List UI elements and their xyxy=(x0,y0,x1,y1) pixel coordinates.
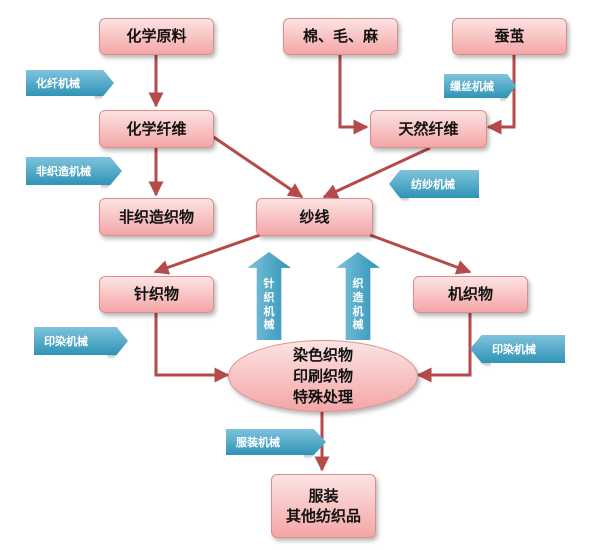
connector-knitted-to-dyeing xyxy=(154,313,230,383)
connector-woven-to-dyeing xyxy=(416,313,472,383)
node-label: 纱线 xyxy=(299,207,330,226)
node-silkworm-cocoon: 蚕茧 xyxy=(452,18,567,55)
node-label-line-1: 染色织物 xyxy=(292,345,353,364)
arrow-label: 化纤机械 xyxy=(36,77,80,90)
node-knitted-fabric: 针织物 xyxy=(99,276,214,313)
node-dyeing-printing-finishing: 染色织物 印刷织物 特殊处理 xyxy=(228,340,418,412)
node-chemical-raw-material: 化学原料 xyxy=(99,18,214,55)
node-natural-fiber: 天然纤维 xyxy=(370,110,487,148)
arrow-label: 织造机械 xyxy=(352,277,364,332)
arrow-garment-machinery: 服装机械 xyxy=(226,429,326,455)
node-label: 棉、毛、麻 xyxy=(302,27,378,46)
connector-natural-to-yarn xyxy=(322,146,431,199)
node-garments-and-textiles: 服装 其他纺织品 xyxy=(271,474,376,538)
node-chemical-fiber: 化学纤维 xyxy=(99,110,214,148)
arrow-dyeing-machinery-left: 印染机械 xyxy=(34,327,128,355)
arrow-spinning-machinery: 纺纱机械 xyxy=(389,170,479,198)
node-label: 化学纤维 xyxy=(126,119,187,138)
arrow-label: 服装机械 xyxy=(236,436,280,449)
node-label: 非织造织物 xyxy=(118,207,194,226)
node-nonwoven-fabric: 非织造织物 xyxy=(99,198,214,236)
node-label-line-2: 其他纺织品 xyxy=(285,507,361,525)
arrow-reeling-machinery: 缫丝机械 xyxy=(444,74,516,98)
connector-cotton-to-natural xyxy=(338,55,369,135)
arrow-dyeing-machinery-right: 印染机械 xyxy=(470,335,565,363)
arrow-nonwoven-machinery: 非织造机械 xyxy=(26,157,122,185)
node-label: 机织物 xyxy=(447,285,493,304)
arrow-label: 印染机械 xyxy=(44,335,88,348)
node-label: 针织物 xyxy=(133,285,179,304)
connector-yarn-to-knitted xyxy=(153,233,261,275)
arrow-label: 针织机械 xyxy=(263,277,275,332)
connector-cocoon-to-natural xyxy=(486,55,516,135)
arrow-label: 纺纱机械 xyxy=(411,178,455,191)
arrow-label: 印染机械 xyxy=(492,343,536,356)
arrow-label: 缫丝机械 xyxy=(450,80,494,93)
node-label-line-3: 特殊处理 xyxy=(292,387,353,406)
node-label-line-2: 印刷织物 xyxy=(292,366,353,385)
arrow-label: 非织造机械 xyxy=(36,165,91,178)
node-woven-fabric: 机织物 xyxy=(413,276,528,313)
node-label: 天然纤维 xyxy=(398,119,459,138)
node-yarn: 纱线 xyxy=(256,198,373,236)
connector-yarn-to-woven xyxy=(369,233,472,275)
node-label: 化学原料 xyxy=(126,27,187,46)
node-label-line-1: 服装 xyxy=(308,486,339,505)
node-cotton-wool-hemp: 棉、毛、麻 xyxy=(283,18,398,55)
node-label: 蚕茧 xyxy=(494,27,525,46)
arrow-chemical-fiber-machinery: 化纤机械 xyxy=(26,70,114,96)
connector-chemfiber-to-yarn xyxy=(211,134,304,199)
